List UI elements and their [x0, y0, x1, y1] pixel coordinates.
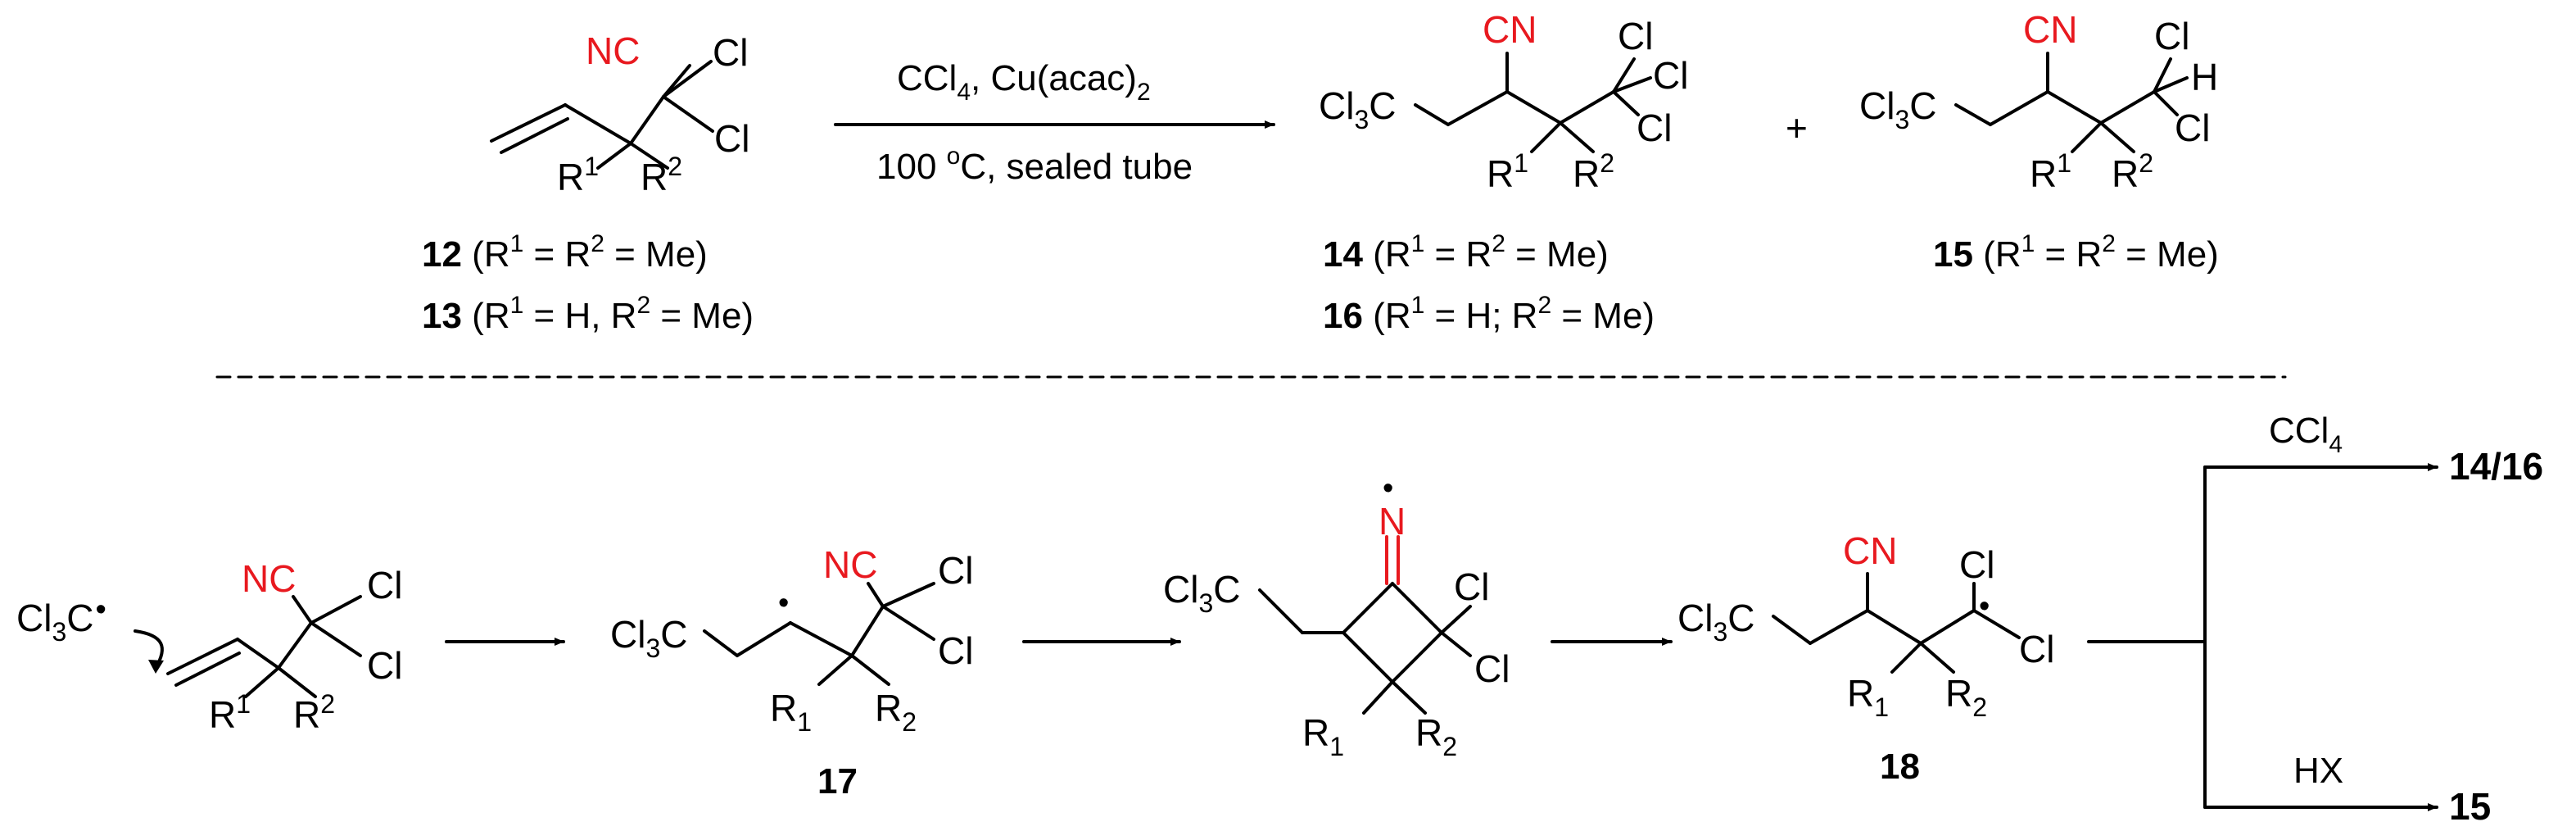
r1-label: R1 [2030, 148, 2071, 195]
n-label: N [1379, 500, 1406, 543]
compound-18-label: 18 [1880, 747, 1920, 787]
conditions-line2: 100 oC, sealed tube [876, 143, 1193, 187]
ccl3-label: Cl3C [1859, 84, 1936, 134]
compound-13-label: 13 (R1 = H, R2 = Me) [422, 292, 754, 336]
branch-top-reagent: CCl4 [2269, 411, 2343, 458]
ccl3-label: Cl3C [1319, 84, 1396, 134]
ccl3-label: Cl3C [1163, 568, 1240, 618]
cn-label: CN [2023, 8, 2077, 51]
cl-label: Cl [1474, 647, 1510, 690]
cl-label: Cl [938, 629, 973, 672]
cl-label: Cl [1618, 15, 1653, 57]
ccl3-label: Cl3C [610, 613, 687, 663]
compound-17: Cl3C • NC Cl Cl R1 R2 [610, 543, 973, 737]
ccl3-label: Cl3C [1677, 597, 1754, 647]
cl-label: Cl [367, 644, 402, 687]
r1-label: R1 [1847, 672, 1889, 722]
cl-label: Cl [1454, 565, 1489, 608]
cl-label: Cl [2019, 628, 2054, 670]
compound-16-label: 16 (R1 = H; R2 = Me) [1323, 292, 1655, 336]
compound-12-13: NC Cl Cl R1 R2 [490, 30, 749, 198]
branch-top-product: 14/16 [2449, 445, 2543, 488]
cl-label: Cl [1637, 107, 1672, 149]
cn-label: CN [1483, 8, 1537, 51]
nc-label: NC [586, 30, 640, 72]
branch-bottom-reagent: HX [2293, 751, 2343, 791]
r2-label: R2 [1415, 711, 1457, 761]
cyclobutane-intermediate: Cl3C • N Cl Cl R1 R2 [1163, 471, 1510, 761]
r2-label: R2 [641, 152, 682, 198]
compound-14-label: 14 (R1 = R2 = Me) [1323, 230, 1609, 275]
cl-label: Cl [367, 564, 402, 606]
cn-label: CN [1843, 529, 1897, 572]
compound-12-label: 12 (R1 = R2 = Me) [422, 230, 708, 275]
cl-label: Cl [2154, 15, 2189, 57]
nc-label: NC [823, 543, 877, 586]
cl-label: Cl [713, 31, 748, 74]
r1-label: R1 [1302, 711, 1344, 761]
compound-14-16: Cl3C CN Cl Cl Cl R1 R2 [1319, 8, 1688, 195]
cl-label: Cl [2175, 107, 2210, 149]
branch-arrows [2087, 463, 2438, 811]
nc-label: NC [242, 557, 296, 600]
r1-label: R1 [1487, 148, 1528, 195]
compound-15: Cl3C CN Cl H Cl R1 R2 [1859, 8, 2218, 195]
radical-dot: • [1979, 589, 1990, 624]
r2-label: R2 [1573, 148, 1614, 195]
r2-label: R2 [293, 689, 335, 736]
h-label: H [2191, 56, 2218, 98]
radical-dot: • [1383, 471, 1393, 506]
branch-bottom-product: 15 [2449, 785, 2491, 828]
r1-label: R1 [770, 687, 812, 737]
ccl3-radical-label: Cl3C• [16, 593, 106, 647]
conditions-line1: CCl4, Cu(acac)2 [897, 58, 1151, 106]
mechanism-start: Cl3C• NC Cl Cl R1 R2 [16, 557, 402, 736]
r2-label: R2 [875, 687, 917, 737]
r1-label: R1 [209, 689, 251, 736]
r2-label: R2 [2112, 148, 2153, 195]
cl-label: Cl [1959, 543, 1994, 586]
r2-label: R2 [1945, 672, 1987, 722]
r1-label: R1 [557, 152, 599, 198]
plus-sign: + [1786, 107, 1808, 149]
radical-dot: • [778, 586, 789, 620]
cl-label: Cl [938, 549, 973, 592]
compound-15-label: 15 (R1 = R2 = Me) [1933, 230, 2219, 275]
compound-17-label: 17 [817, 761, 858, 801]
cl-label: Cl [714, 117, 749, 160]
cl-label: Cl [1653, 54, 1688, 97]
compound-18: Cl3C CN Cl • Cl R1 R2 [1677, 529, 2054, 722]
